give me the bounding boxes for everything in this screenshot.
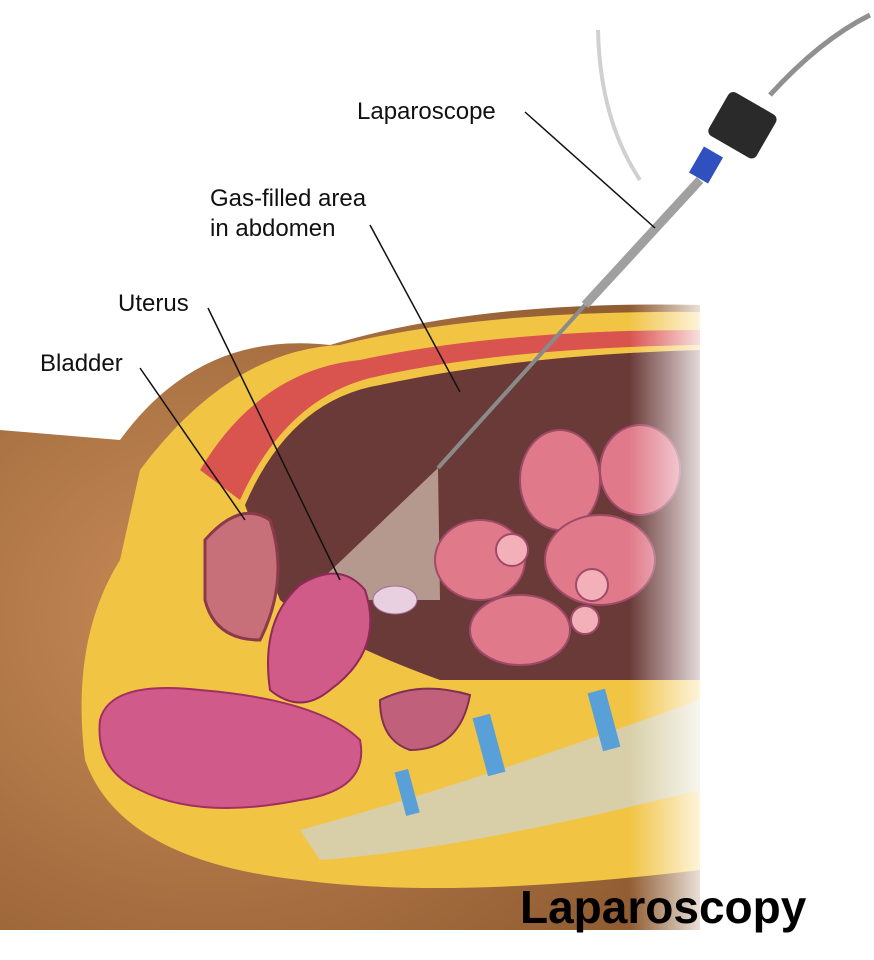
label-bladder: Bladder — [40, 350, 123, 377]
label-laparoscope: Laparoscope — [357, 98, 496, 125]
label-gas-line1: Gas-filled area — [210, 185, 367, 212]
label-uterus: Uterus — [118, 290, 189, 317]
laparoscope-instrument — [436, 12, 872, 470]
label-gas-line2: in abdomen — [210, 215, 336, 242]
leader-lines — [139, 111, 656, 581]
figure-title: Laparoscopy — [520, 881, 807, 933]
